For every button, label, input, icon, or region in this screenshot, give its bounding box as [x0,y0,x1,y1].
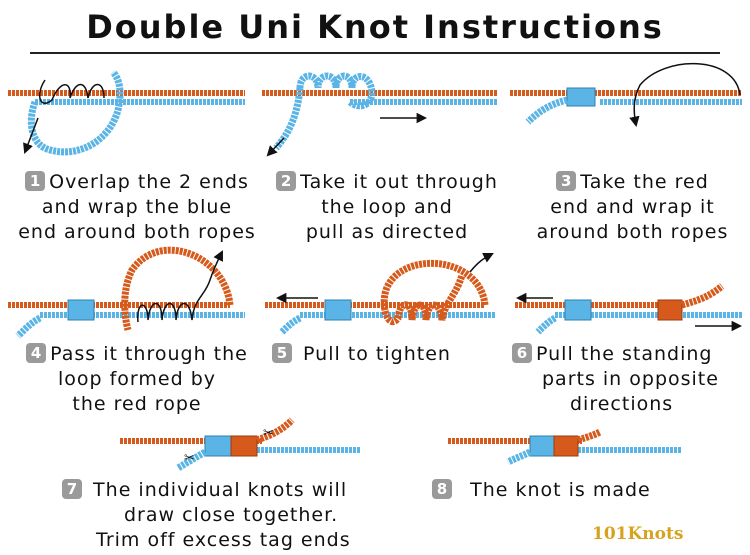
page-title: Double Uni Knot Instructions [86,8,664,46]
step-7-text-line-2: draw close together. [124,504,339,526]
step-7-text-line-1: The individual knots will [93,479,348,501]
step-1-number: 1 [25,171,46,191]
svg-text:✂: ✂ [184,451,195,466]
step-3-number: 3 [556,171,577,191]
step-7-text-line-3: Trim off excess tag ends [96,529,351,551]
step-2-text-line-3: pull as directed [305,221,469,243]
101knots-logo: 101Knots [592,524,684,544]
title-underline [30,52,720,54]
step-1-text-line-1: Overlap the 2 ends [49,171,249,193]
step-5-text-line-1: Pull to tighten [303,343,451,365]
step-4-text-line-2: loop formed by [57,368,217,390]
step-2-text-line-1: Take it out through [300,171,498,193]
step-6-text-line-2: parts in opposite [542,368,719,390]
step-6-text-line-3: directions [570,393,674,415]
step-5-number: 5 [272,343,292,363]
step-4-number: 4 [26,343,47,363]
step-8-number: 8 [432,479,452,499]
step-3-text-line-2: end and wrap it [550,196,715,218]
step-2-number: 2 [276,171,297,191]
step-6-text-line-1: Pull the standing [536,343,713,365]
step-4-text-line-1: Pass it through the [50,343,248,365]
step-8-text-line-1: The knot is made [470,479,651,501]
step-4-text-line-3: the red rope [72,393,202,415]
step-6-number: 6 [512,343,532,363]
step-2-text-line-2: the loop and [321,196,453,218]
step-1-text-line-3: end around both ropes [18,221,256,243]
step-7-number: 7 [62,479,82,499]
step-1-text-line-2: and wrap the blue [41,196,233,218]
step-3-text-line-3: around both ropes [536,221,729,243]
step-3-text-line-1: Take the red [580,171,709,193]
svg-text:✂: ✂ [263,426,274,441]
